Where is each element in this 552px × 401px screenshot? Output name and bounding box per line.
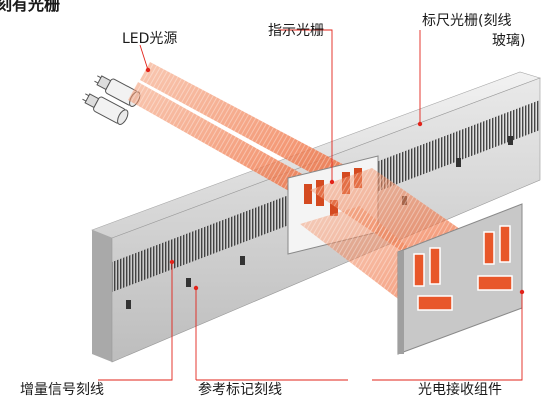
label-incremental-lines: 增量信号刻线	[20, 382, 104, 398]
label-reference-marks: 参考标记刻线	[198, 382, 282, 398]
leader-detector	[372, 292, 523, 381]
leader-led	[139, 44, 149, 71]
leader-lines	[98, 29, 523, 381]
title: 刻有光栅	[0, 0, 61, 14]
scale-grating-body	[92, 230, 112, 362]
label-index-grating: 指示光栅	[268, 23, 324, 39]
led-source-icon	[82, 75, 141, 125]
leader-incremental	[98, 262, 173, 381]
leader-dots	[145, 67, 525, 295]
label-photodetector: 光电接收组件	[418, 382, 502, 398]
photodetector-windows	[413, 225, 513, 311]
leader-index	[278, 29, 333, 182]
label-scale-grating-line2: 玻璃)	[492, 33, 526, 49]
label-led-source: LED光源	[122, 31, 178, 47]
label-scale-grating-line1: 标尺光栅(刻线	[422, 13, 512, 29]
